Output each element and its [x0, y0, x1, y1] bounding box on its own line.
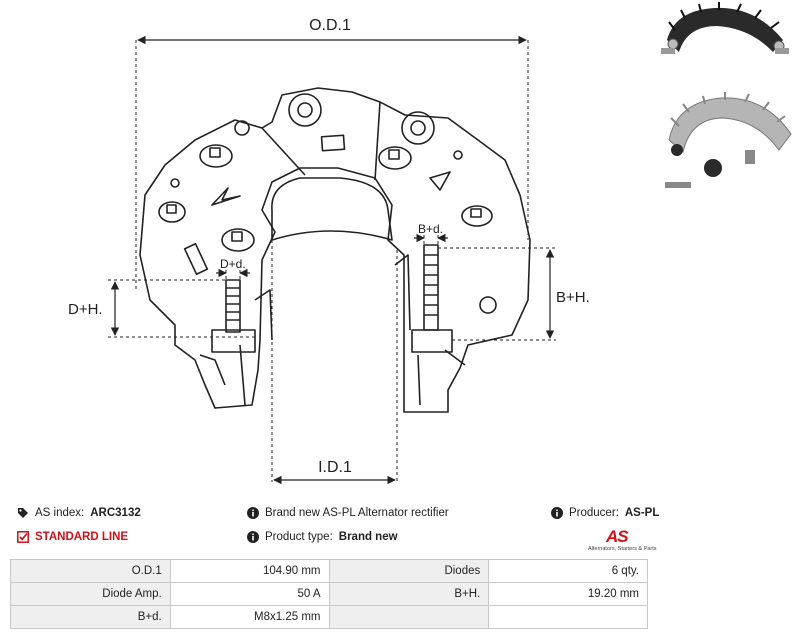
rectifier-outline [139, 87, 531, 413]
rectifier-photo-top [661, 2, 789, 54]
producer: Producer: AS-PL [551, 507, 659, 519]
spec-label: B+d. [10, 605, 171, 629]
as-index: AS index: ARC3132 [17, 507, 141, 519]
od-label: O.D.1 [309, 17, 351, 34]
spec-label: Diode Amp. [10, 582, 171, 606]
spec-table: O.D.1 104.90 mm Diodes 6 qty. Diode Amp.… [10, 559, 648, 629]
spec-label: B+H. [328, 582, 490, 606]
producer-value: AS-PL [624, 507, 660, 519]
spec-value: 104.90 mm [169, 559, 330, 583]
as-index-label: AS index: [35, 507, 85, 519]
info-icon [247, 531, 259, 543]
spec-value: M8x1.25 mm [169, 605, 330, 629]
standard-line: STANDARD LINE [17, 531, 128, 543]
product-type-value: Brand new [338, 531, 398, 543]
description-text: Brand new AS-PL Alternator rectifier [265, 507, 449, 519]
table-row: O.D.1 104.90 mm Diodes 6 qty. [10, 559, 648, 583]
spec-value [488, 605, 648, 629]
as-pl-logo: AS Alternators, Starters & Parts [588, 527, 656, 555]
spec-label [328, 605, 490, 629]
info-icon [551, 507, 563, 519]
spec-label: Diodes [328, 559, 490, 583]
logo-mark: AS [606, 527, 629, 546]
product-info: AS index: ARC3132 Brand new AS-PL Altern… [0, 505, 800, 555]
rectifier-photo-bottom [665, 92, 792, 188]
table-row: B+d. M8x1.25 mm [10, 605, 648, 629]
description: Brand new AS-PL Alternator rectifier [247, 507, 449, 519]
dd-label: D+d. [220, 257, 246, 271]
info-icon [247, 507, 259, 519]
product-photos [661, 2, 792, 188]
tag-icon [18, 508, 28, 518]
producer-label: Producer: [569, 507, 619, 519]
product-type-label: Product type: [265, 531, 333, 543]
standard-line-text: STANDARD LINE [35, 531, 129, 543]
checkbox-checked-icon [17, 531, 29, 543]
logo-tagline: Alternators, Starters & Parts [588, 546, 657, 552]
spec-value: 19.20 mm [488, 582, 648, 606]
product-type: Product type: Brand new [247, 531, 398, 543]
rectifier-technical-drawing: O.D.1 I.D.1 D+H. B+H. D+d. B+d. [68, 17, 590, 485]
table-row: Diode Amp. 50 A B+H. 19.20 mm [10, 582, 648, 606]
bd-label: B+d. [418, 222, 443, 236]
bh-label: B+H. [556, 289, 590, 306]
dh-label: D+H. [68, 301, 103, 318]
spec-value: 50 A [169, 582, 330, 606]
spec-value: 6 qty. [488, 559, 648, 583]
id-label: I.D.1 [318, 459, 352, 476]
as-index-value: ARC3132 [90, 507, 141, 519]
spec-label: O.D.1 [10, 559, 171, 583]
